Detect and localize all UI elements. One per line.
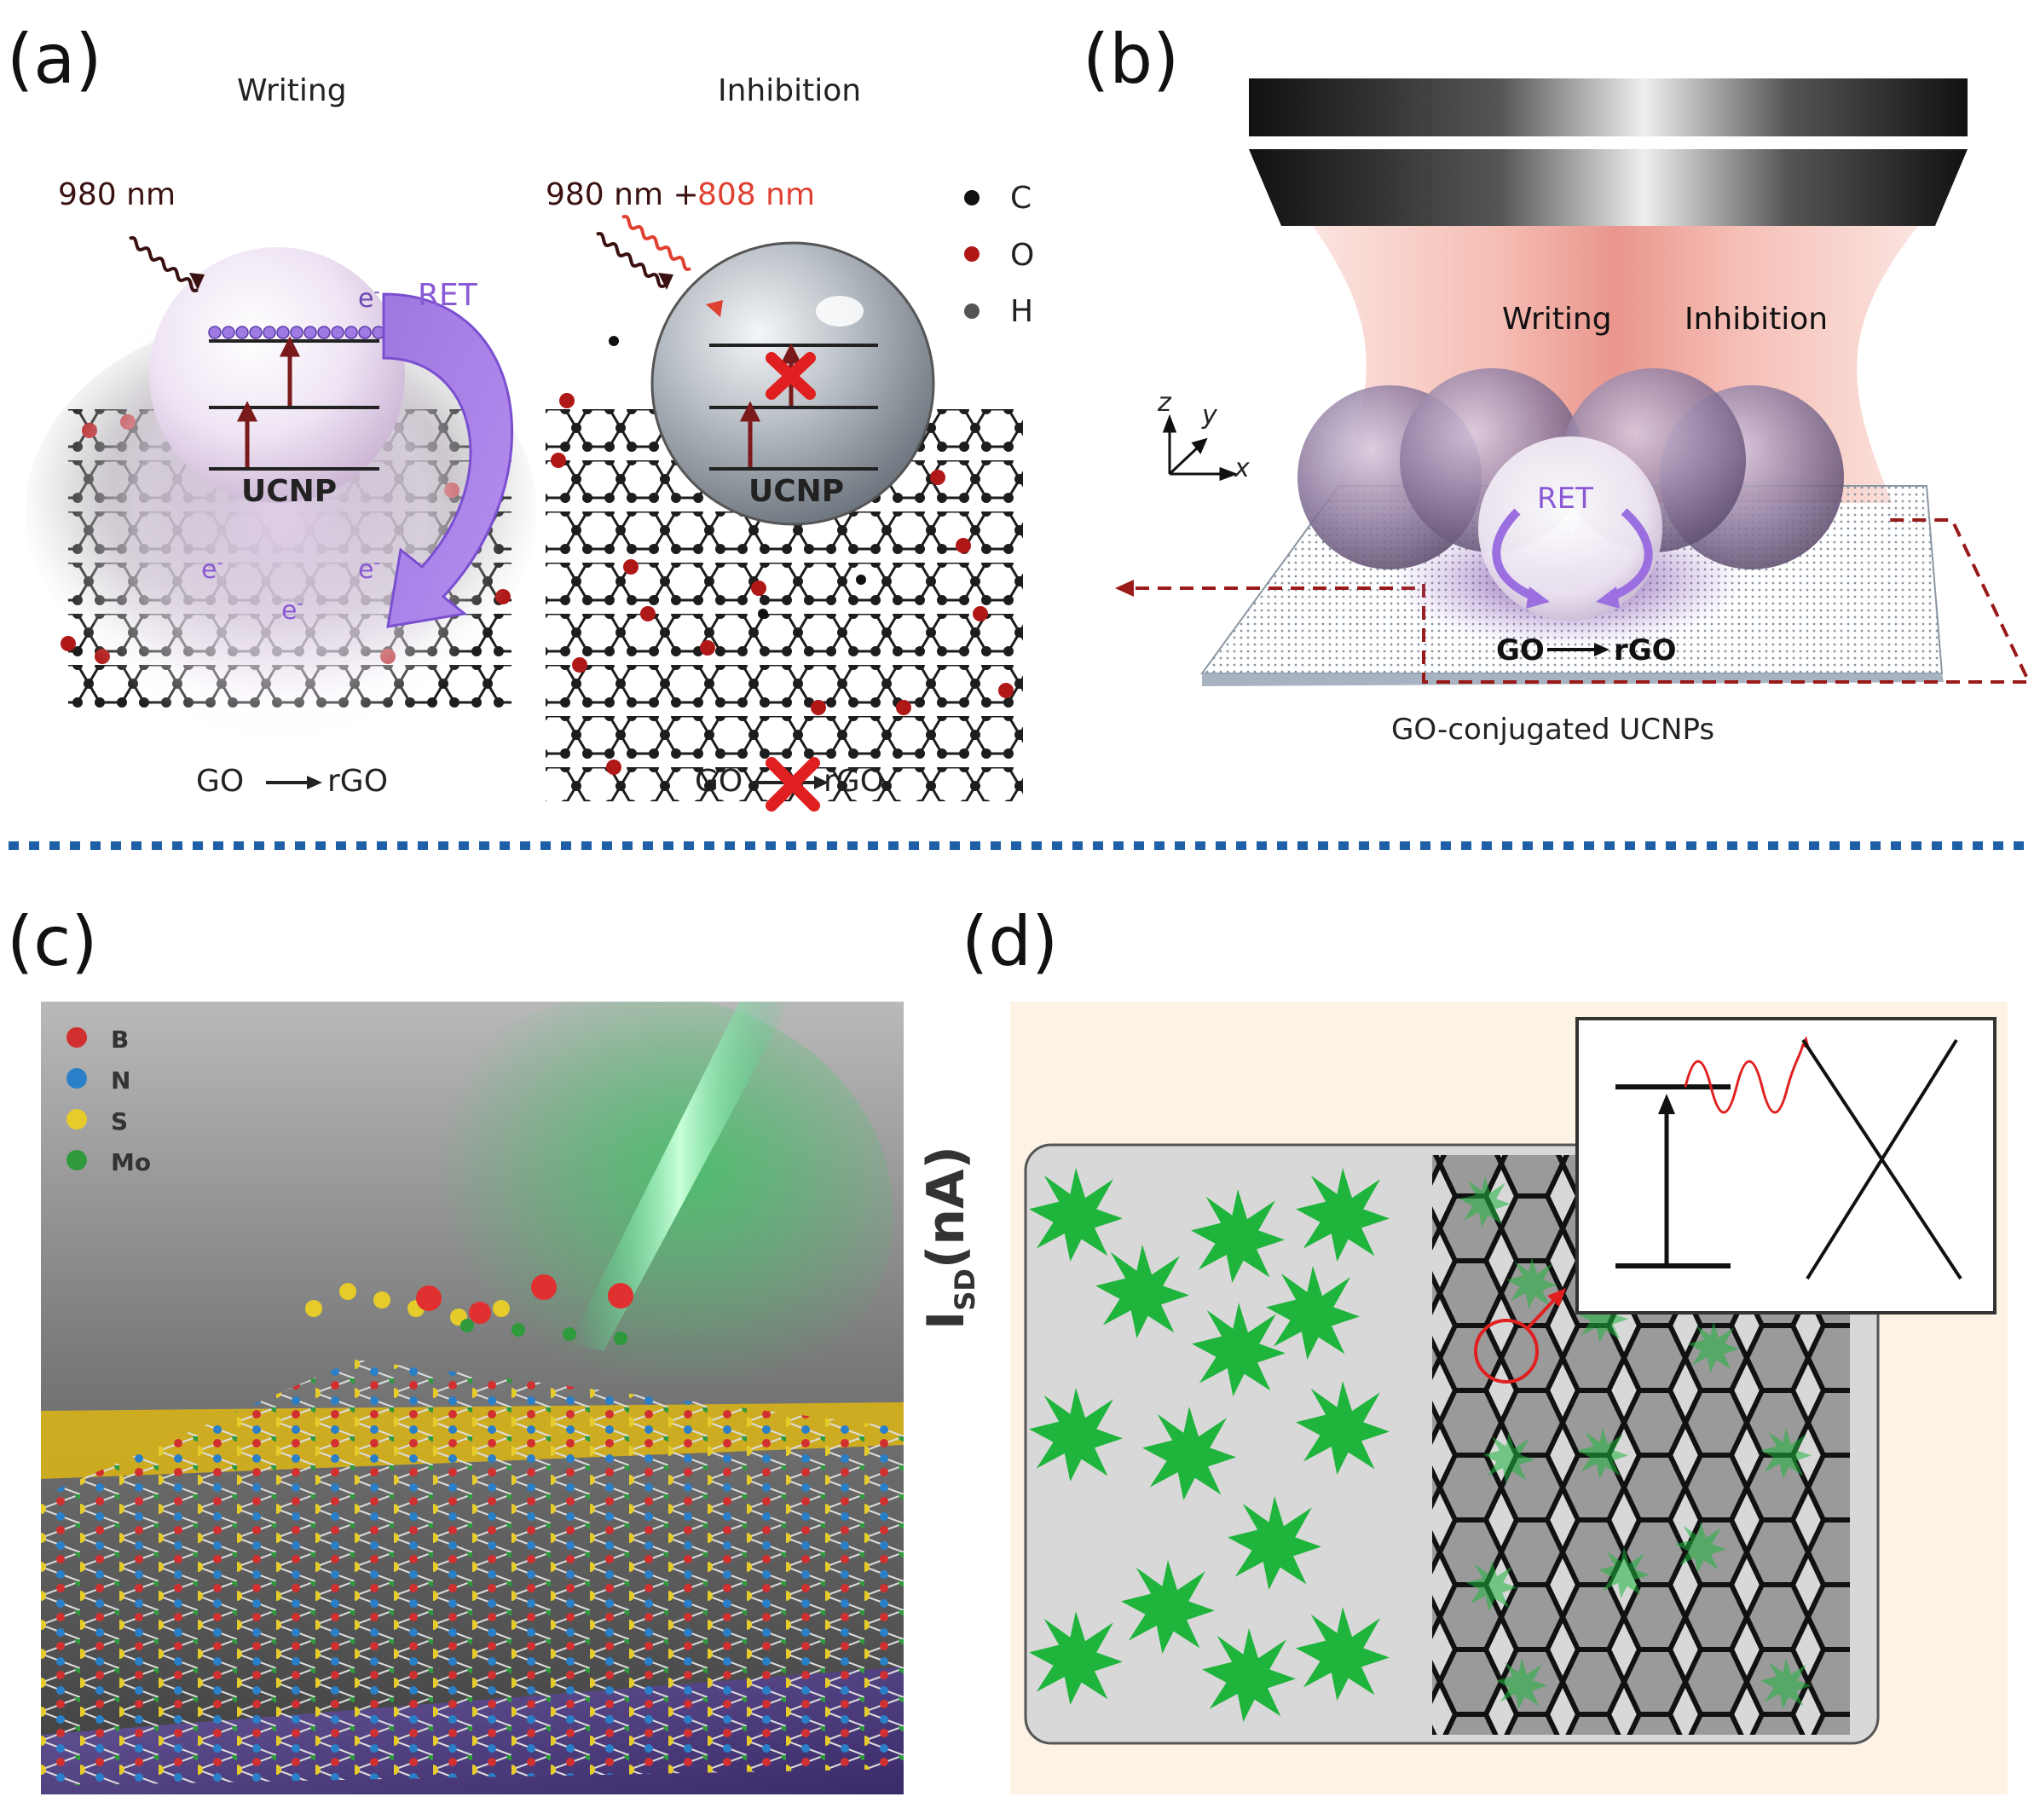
panel-c-legend-s: S: [111, 1107, 129, 1135]
panel-a-writing-reaction-right: rGO: [327, 764, 389, 799]
panel-c-label: (c): [7, 902, 98, 981]
panel-b-inhibition: Inhibition: [1685, 302, 1829, 337]
panel-a-writing-reaction-left: GO: [196, 764, 245, 799]
panel-b-axis-y: y: [1202, 401, 1217, 430]
panel-a-electron-1: e-: [201, 552, 223, 585]
panel-a-writing-title: Writing: [237, 73, 347, 108]
panel-a-legend-h: H: [1010, 294, 1034, 329]
panel-d-axis-label: ISD(nA): [916, 1146, 981, 1330]
panel-a-electron-top: e-: [358, 281, 380, 314]
panel-b-label: (b): [1083, 20, 1180, 99]
panel-a-inhibition-title: Inhibition: [718, 73, 862, 108]
panel-a-writing-wavelength: 980 nm: [58, 177, 176, 212]
panel-c-legend-b: B: [111, 1026, 130, 1054]
panel-b-axis-z: z: [1158, 388, 1171, 418]
panel-b-reaction-left: GO: [1496, 633, 1545, 667]
panel-a-electron-3: e-: [281, 593, 303, 626]
panel-c-illustration: [41, 1002, 904, 1794]
panel-b-writing: Writing: [1502, 302, 1612, 337]
panel-a-inhibition-reaction-right: rGO: [824, 764, 885, 799]
panel-a-inhibition-wavelength-2: 808 nm: [697, 177, 816, 212]
panel-d-illustration: [1010, 1002, 2008, 1794]
panel-a-ucnp-inhibition: UCNP: [748, 474, 845, 509]
panel-a-inhibition-reaction-left: GO: [695, 764, 743, 799]
panel-b-diagram: [1115, 78, 2032, 686]
panel-a-legend-c: C: [1010, 181, 1032, 216]
panel-a-ucnp-writing: UCNP: [241, 474, 338, 509]
panel-b-caption: GO-conjugated UCNPs: [1391, 713, 1715, 747]
panel-c-legend-mo: Mo: [111, 1148, 152, 1176]
panel-c-legend-n: N: [111, 1066, 131, 1095]
panel-b-ret: RET: [1537, 482, 1593, 516]
panel-d-label: (d): [962, 902, 1059, 981]
panel-b-reaction-right: rGO: [1614, 633, 1677, 667]
panel-a-legend-o: O: [1010, 238, 1035, 273]
panel-b-axis-x: x: [1234, 454, 1250, 483]
panel-a-inhibition-wavelength-1: 980 nm +: [546, 177, 699, 212]
panel-a-label: (a): [7, 20, 102, 99]
dashed-divider: [9, 841, 2033, 850]
panel-a-electron-2: e-: [358, 552, 380, 585]
panel-a-diagram: [26, 190, 1023, 812]
panel-a-ret: RET: [418, 278, 477, 313]
